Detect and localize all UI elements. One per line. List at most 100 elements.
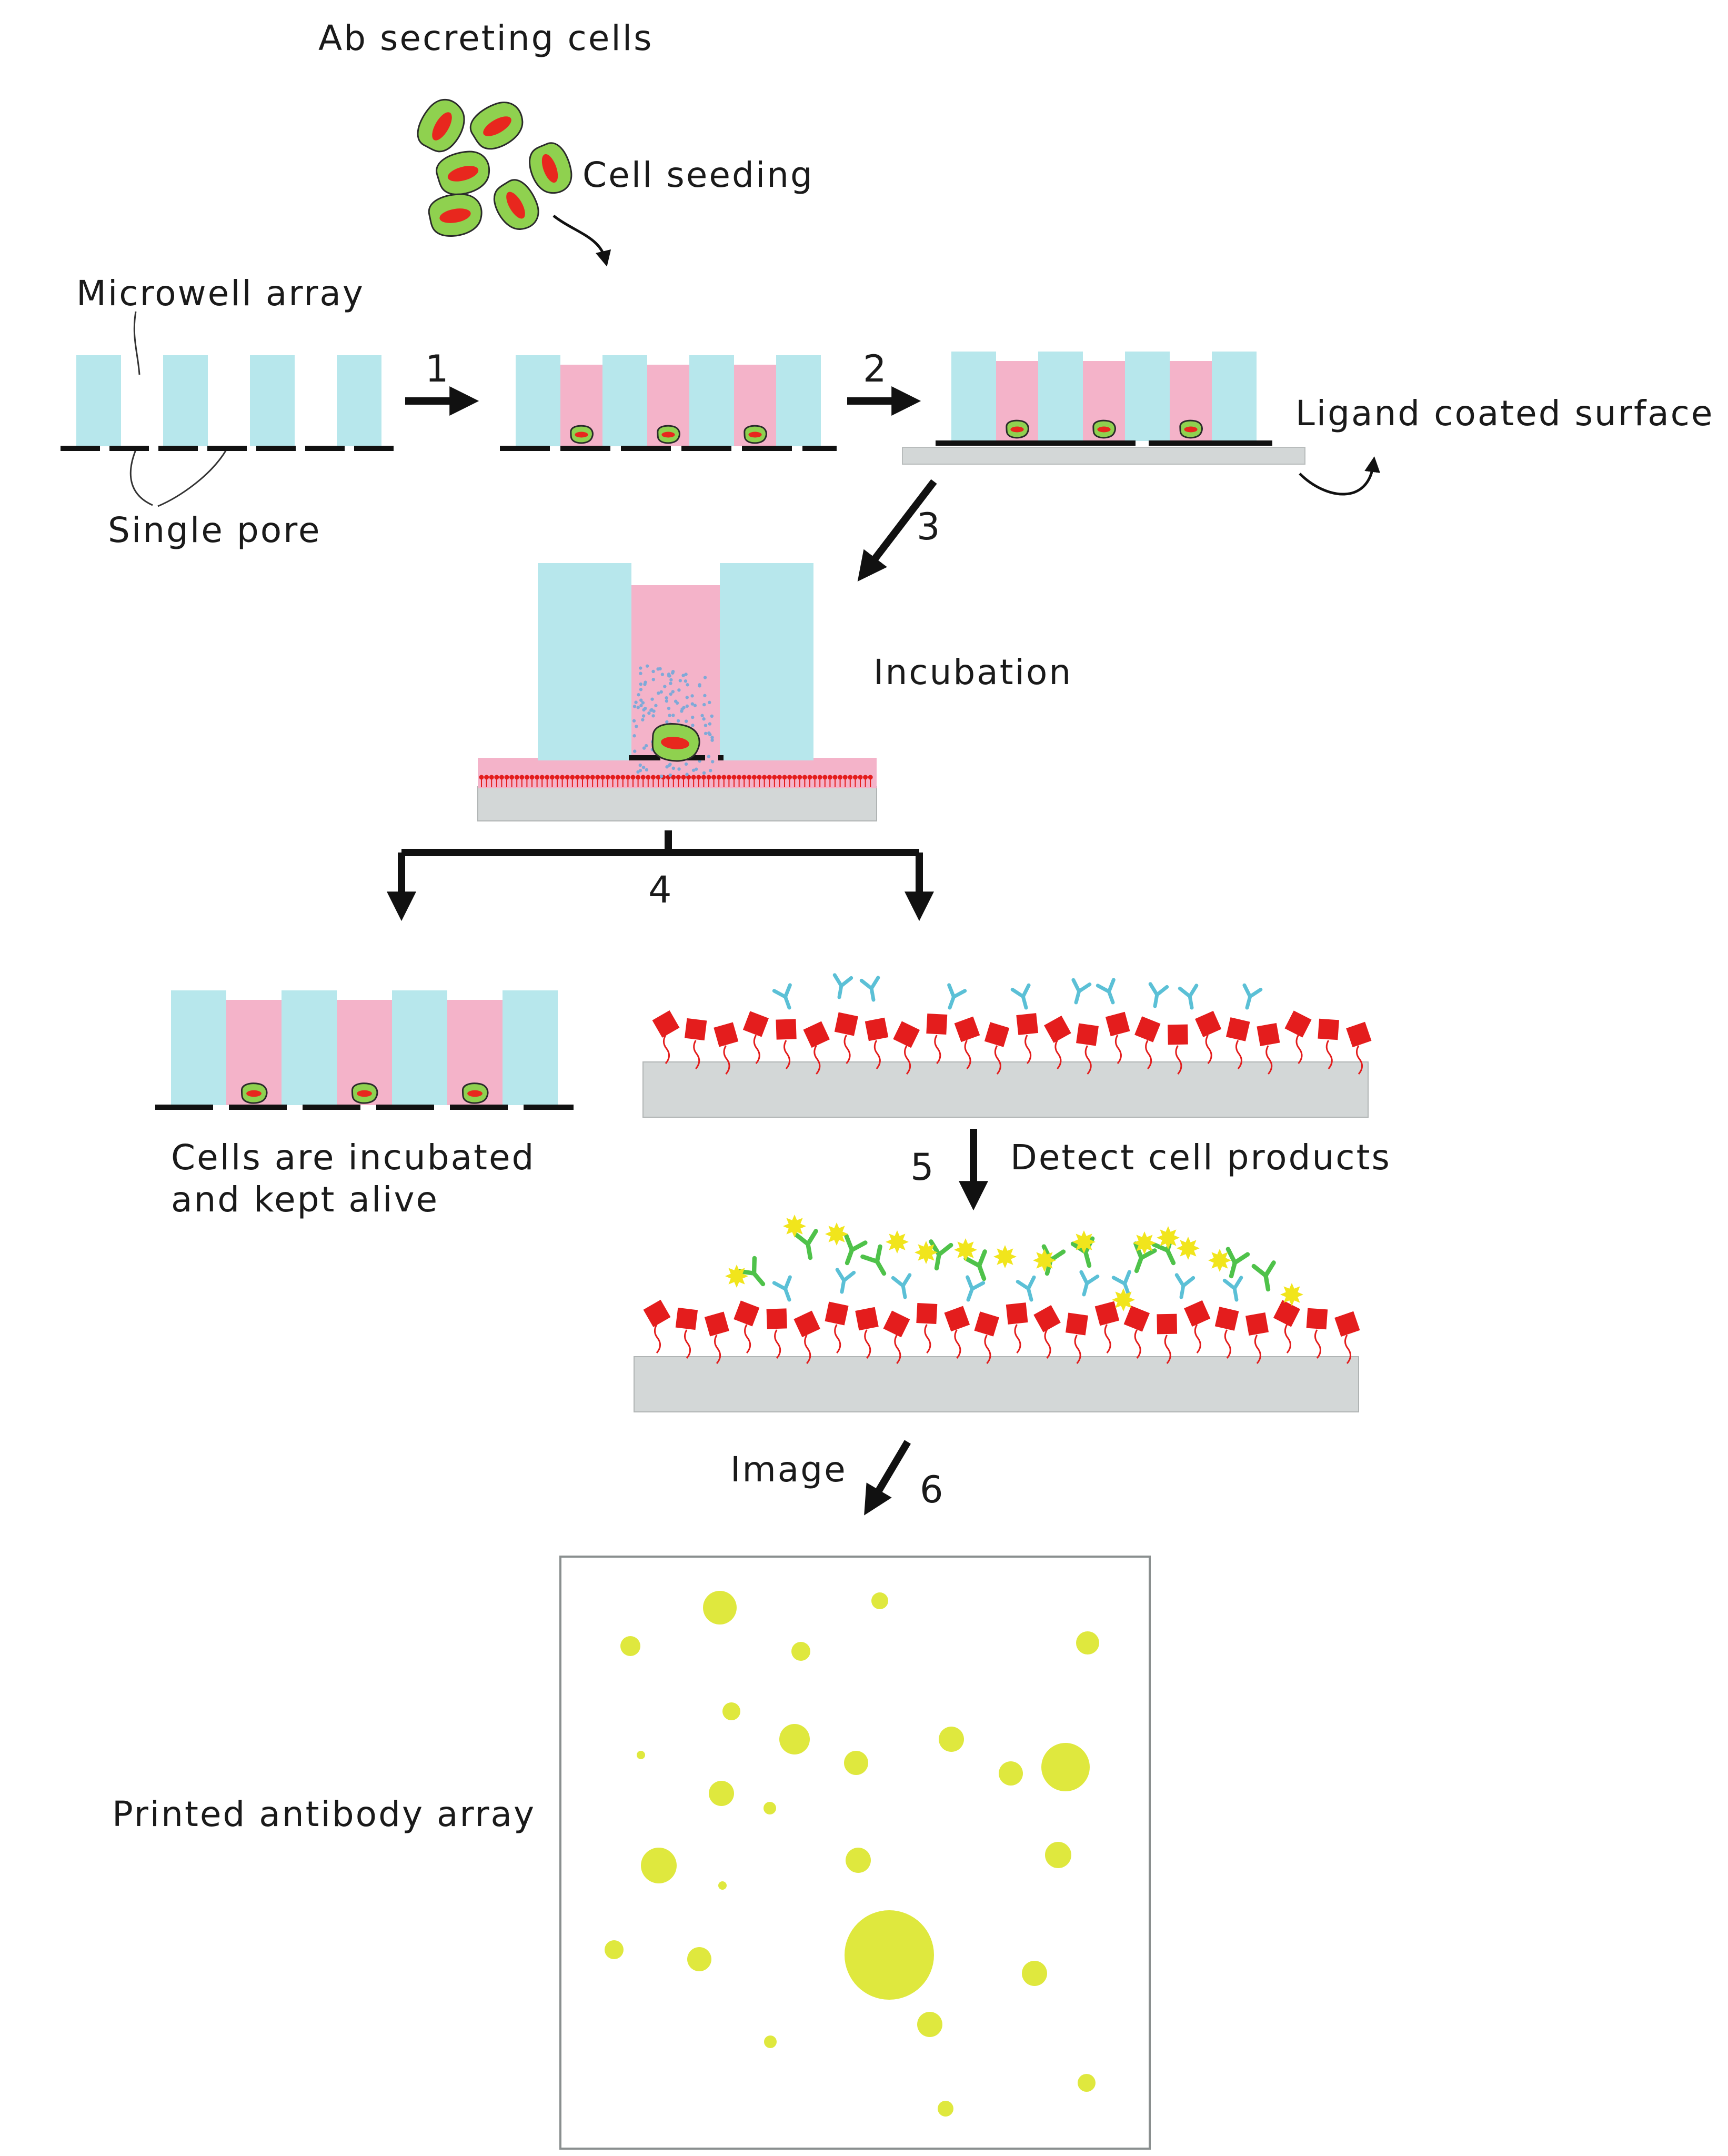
ligand-tether	[834, 1324, 841, 1353]
ligand-square	[1334, 1311, 1360, 1337]
ligand	[494, 775, 499, 780]
ligand-tether	[663, 1035, 670, 1064]
ligand-square	[926, 1014, 948, 1035]
secreted-antibody	[659, 774, 664, 778]
ligand	[868, 775, 873, 780]
ligand	[615, 775, 620, 780]
secreted-antibody	[682, 706, 686, 709]
secreted-antibody	[639, 666, 642, 670]
cell	[461, 1082, 489, 1104]
ligand	[519, 775, 525, 780]
ligand-tether	[964, 1040, 971, 1069]
ligand	[842, 775, 848, 780]
cells-incubated-label-line2: and kept alive	[171, 1179, 439, 1220]
ligand	[590, 775, 595, 780]
ligand-tether	[1084, 1045, 1092, 1075]
secreted-antibody	[668, 714, 671, 717]
cell-nucleus	[575, 432, 588, 438]
secreted-antibody	[684, 673, 688, 676]
ligand-tether	[1014, 1324, 1021, 1353]
ligand	[625, 775, 630, 780]
secreted-antibody	[694, 767, 698, 771]
antibody-spot	[846, 1848, 871, 1873]
step-2: 2	[863, 347, 887, 390]
ligand	[751, 775, 757, 780]
antibody-spot	[709, 1781, 734, 1806]
ligand	[797, 775, 802, 780]
ligand-tether	[1134, 1329, 1141, 1359]
surface	[477, 786, 877, 821]
ligand-tether	[1224, 1329, 1231, 1359]
incubation-closeup	[477, 563, 877, 821]
ligand	[817, 775, 822, 780]
secreted-antibody	[663, 685, 667, 688]
ligand-tether	[1175, 1045, 1182, 1075]
ligand-tether	[774, 1329, 781, 1359]
ligand	[772, 775, 777, 780]
secreted-antibody	[690, 702, 695, 706]
secreted-antibody	[645, 664, 649, 668]
secreted-antibody	[710, 736, 714, 739]
pore-leader-line	[129, 449, 227, 507]
ligand-square	[704, 1311, 729, 1337]
ligand-tether	[1024, 1035, 1032, 1064]
antibody-spot	[917, 2012, 942, 2037]
well-wall	[602, 355, 647, 446]
ligand-tether	[1114, 1035, 1122, 1064]
secreted-antibody	[641, 766, 646, 769]
well-wall	[76, 355, 121, 446]
ligand-square	[855, 1307, 879, 1331]
ligand-square	[742, 1011, 769, 1037]
antibody	[1096, 978, 1116, 1005]
well-wall	[1125, 352, 1170, 441]
arrow-step-3	[857, 479, 937, 582]
secreted-antibody	[710, 738, 714, 742]
arrow-step-4	[387, 830, 934, 921]
ligand	[524, 775, 529, 780]
cell-nucleus	[439, 208, 471, 223]
antibody	[947, 983, 967, 1010]
ligand	[560, 775, 565, 780]
ligand	[529, 775, 535, 780]
ligand	[863, 775, 868, 780]
secreted-antibody	[651, 714, 655, 718]
well-wall	[282, 990, 337, 1105]
ligand-surface-label: Ligand coated surface	[1295, 393, 1714, 434]
well-wall	[776, 355, 821, 446]
ligand	[711, 775, 717, 780]
secreted-antibody	[639, 682, 642, 686]
ligand-tether	[723, 1045, 730, 1075]
ligand-square	[793, 1310, 820, 1338]
ligand-square	[1346, 1021, 1372, 1048]
antibody-spot	[687, 1947, 711, 1971]
ligand	[600, 775, 605, 780]
ligand-square	[1257, 1022, 1280, 1046]
secreted-antibody	[639, 704, 643, 708]
fluorophore	[1280, 1283, 1303, 1306]
ligand	[747, 775, 752, 780]
antibody	[929, 1239, 953, 1271]
antibody	[860, 1244, 887, 1276]
secreted-antibody	[632, 734, 636, 738]
antibody	[1222, 1276, 1243, 1302]
antibody	[1079, 1270, 1100, 1297]
secreted-antibody	[671, 690, 675, 694]
empty-microwell-array	[61, 355, 397, 451]
cell	[657, 425, 680, 444]
ligand-tether	[894, 1335, 901, 1364]
ligand	[838, 775, 843, 780]
ligand	[706, 775, 711, 780]
ligand	[484, 775, 489, 780]
ligand-tether	[693, 1040, 700, 1069]
antibody	[1148, 982, 1169, 1008]
secreted-antibody	[641, 714, 646, 718]
ligand	[827, 775, 832, 780]
antibody	[832, 973, 853, 999]
ligand	[555, 775, 560, 780]
ligand	[726, 775, 731, 780]
ab-secreting-cells-label: Ab secreting cells	[318, 18, 653, 58]
ligand-square	[766, 1308, 787, 1329]
ligand	[731, 775, 737, 780]
ligand	[737, 775, 742, 780]
ligand	[479, 775, 484, 780]
